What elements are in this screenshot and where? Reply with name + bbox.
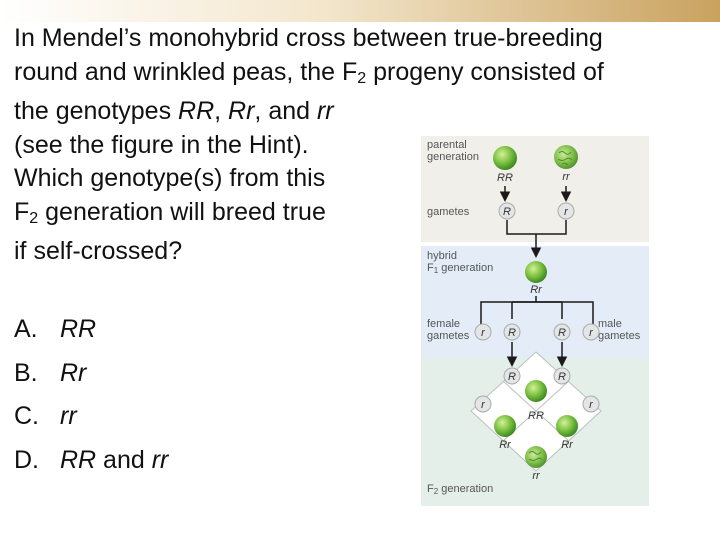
- female-gamete-R: [503, 323, 521, 341]
- f1-outer-lines: [480, 301, 594, 331]
- option-letter: C.: [14, 402, 39, 430]
- question-text: In Mendel’s monohybrid cross between tru…: [14, 24, 604, 265]
- parent-genotype-rr-lower: rr: [562, 171, 571, 183]
- grid-allele-R-right: R: [558, 371, 566, 383]
- wrinkle-texture: [557, 151, 573, 166]
- grid-genotype-rr-left: Rr: [499, 439, 512, 451]
- grid-genotype-rr-right: Rr: [561, 439, 574, 451]
- parent-genotype-rr-upper: RR: [497, 172, 513, 184]
- option-letter: B.: [14, 358, 38, 387]
- male-gamete-r: [582, 323, 600, 341]
- option-text: RR: [60, 445, 97, 474]
- grid-allele-circle-R-left: [503, 367, 521, 385]
- gamete-circle-R: [498, 202, 516, 220]
- grid-allele-circle-R-right: [553, 367, 571, 385]
- option-a[interactable]: A. RR: [14, 308, 168, 352]
- parental-panel: [421, 136, 649, 242]
- grid-genotype-rr-bottom: rr: [532, 470, 541, 482]
- option-text: rr: [60, 402, 77, 430]
- pea-rr-left: [494, 415, 516, 437]
- male-gamete-R: [553, 323, 571, 341]
- female-gamete-r: [474, 323, 492, 341]
- pea-rr-right: [556, 415, 578, 437]
- pea-f1: [525, 261, 547, 283]
- option-letter: D.: [14, 445, 39, 474]
- pea-round: [493, 146, 517, 170]
- option-text: RR: [60, 315, 97, 343]
- option-c[interactable]: C. rr: [14, 395, 168, 439]
- option-d[interactable]: D.RR and rr: [14, 439, 168, 483]
- pea-rr-top: [525, 380, 547, 402]
- female-allele-r: r: [481, 327, 486, 339]
- f1-genotype: Rr: [530, 284, 543, 296]
- gamete-circle-r: [557, 202, 575, 220]
- f2-generation-label: F2 generation: [427, 483, 493, 496]
- female-allele-R: R: [508, 327, 516, 339]
- grid-allele-r-right: r: [589, 399, 594, 411]
- gametes-label: gametes: [427, 206, 470, 218]
- grid-allele-R-left: R: [508, 371, 516, 383]
- option-letter: A.: [14, 315, 38, 343]
- top-decorative-band: [0, 0, 720, 22]
- grid-allele-circle-r-right: [582, 395, 600, 413]
- option-text: Rr: [60, 358, 87, 387]
- grid-allele-circle-r-left: [474, 395, 492, 413]
- option-b[interactable]: B. Rr: [14, 352, 168, 396]
- pea-wrinkled-bottom: [525, 446, 547, 468]
- wrinkle-texture-bottom: [528, 451, 543, 461]
- pea-wrinkled: [554, 145, 578, 169]
- fusion-lines: [506, 220, 567, 255]
- gamete-R: R: [503, 206, 511, 218]
- gamete-r: r: [564, 206, 569, 218]
- grid-allele-r-left: r: [481, 399, 486, 411]
- grid-genotype-rr-top: RR: [528, 410, 544, 422]
- male-allele-r: r: [589, 327, 594, 339]
- answer-options: A.RR B.Rr C.rr D.RR and rr: [14, 308, 168, 482]
- male-allele-R: R: [558, 327, 566, 339]
